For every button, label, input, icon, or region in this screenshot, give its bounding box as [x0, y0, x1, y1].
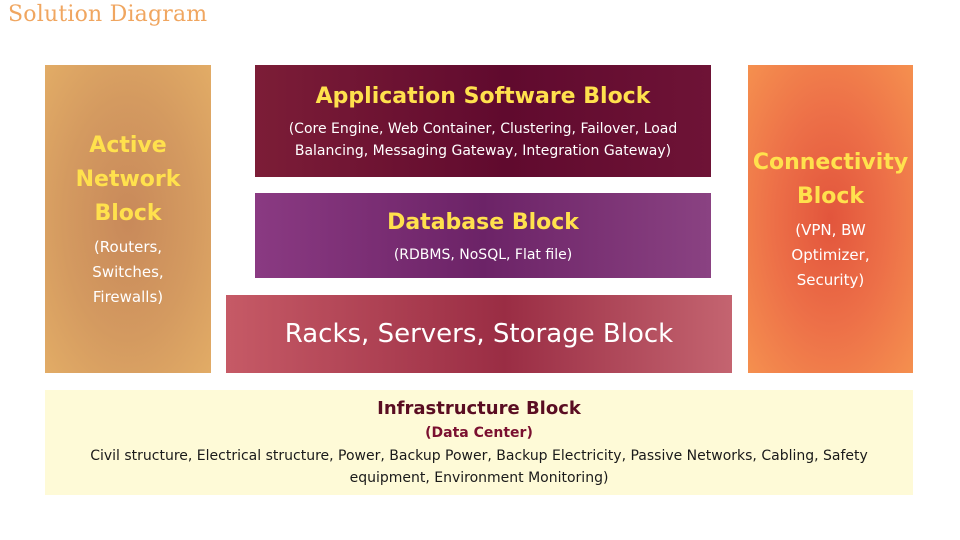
application-software-description: (Core Engine, Web Container, Clustering,… — [288, 121, 678, 159]
database-description: (RDBMS, NoSQL, Flat file) — [393, 246, 573, 263]
infrastructure-description: Civil structure, Electrical structure, P… — [90, 447, 868, 486]
active-network-title: Active Network Block — [76, 129, 181, 231]
active-network-desc-line: (Routers, — [93, 237, 163, 256]
connectivity-desc-line: (VPN, BW — [795, 220, 866, 239]
application-software-block: Application Software Block (Core Engine,… — [255, 65, 711, 177]
active-network-block: Active Network Block (Routers, Switches,… — [45, 65, 211, 373]
active-network-desc-line: Firewalls) — [92, 287, 164, 306]
slide-title: Solution Diagram — [8, 2, 208, 27]
infrastructure-title: Infrastructure Block — [377, 397, 581, 419]
active-network-desc-line: Switches, — [92, 262, 164, 281]
racks-servers-storage-title: Racks, Servers, Storage Block — [284, 319, 674, 349]
active-network-title-line: Block — [94, 200, 162, 226]
connectivity-desc-line: Security) — [796, 270, 865, 289]
connectivity-title-line: Block — [796, 183, 865, 209]
active-network-description: (Routers, Switches, Firewalls) — [92, 235, 163, 310]
connectivity-title: Connectivity Block — [753, 146, 908, 214]
connectivity-description: (VPN, BW Optimizer, Security) — [791, 218, 869, 293]
database-block: Database Block (RDBMS, NoSQL, Flat file) — [255, 193, 711, 278]
connectivity-title-line: Connectivity — [752, 149, 909, 175]
active-network-title-line: Active — [89, 132, 167, 158]
active-network-title-line: Network — [75, 166, 181, 192]
connectivity-block: Connectivity Block (VPN, BW Optimizer, S… — [748, 65, 913, 373]
database-title: Database Block — [387, 209, 579, 235]
infrastructure-block: Infrastructure Block (Data Center) Civil… — [45, 390, 913, 495]
application-software-title: Application Software Block — [315, 84, 651, 109]
infrastructure-subtitle: (Data Center) — [425, 424, 533, 441]
connectivity-desc-line: Optimizer, — [791, 245, 870, 264]
racks-servers-storage-block: Racks, Servers, Storage Block — [226, 295, 732, 373]
